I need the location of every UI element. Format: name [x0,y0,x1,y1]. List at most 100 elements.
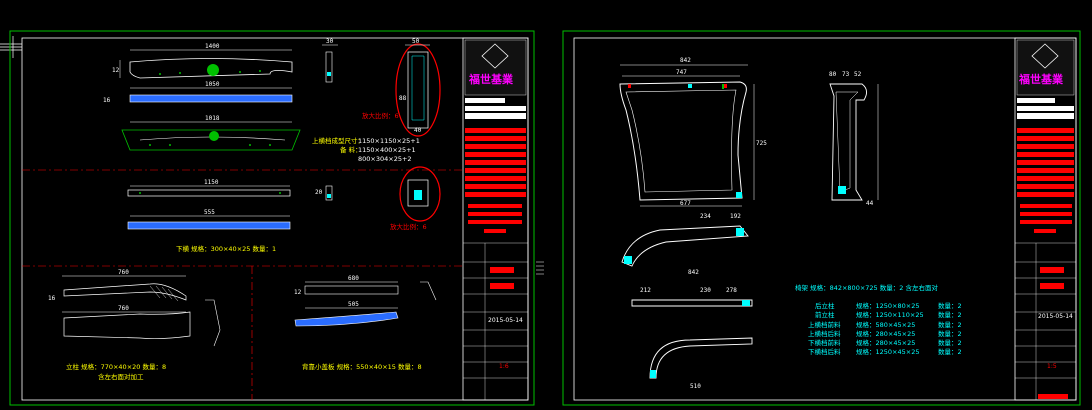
zoom-label-2: 放大比例：6 [390,222,427,231]
svg-text:规格：580×45×25: 规格：580×45×25 [856,320,915,329]
dim-top-1400: 1400 [205,43,220,50]
svg-text:20: 20 [315,189,323,196]
chair-frame-front: 842 747 725 677 [619,57,767,207]
dim-arm-510: 510 [690,383,701,390]
title-block-right: 福世基業 2015-05-14 1 [1014,37,1077,401]
drawing-scale: 1:6 [499,363,509,370]
dim-arm-842: 842 [688,269,699,276]
svg-text:88: 88 [399,95,407,102]
vertical-ruler [536,261,544,275]
spec-row: 下横档前料 规格：280×45×25 数量：2 [808,338,962,347]
dim-lower-555: 555 [204,209,215,216]
svg-text:数量：2: 数量：2 [938,301,962,310]
column-piece: 760 760 16 立柱 规格：770×40×20 数量：8 含左右面对加工 [48,269,221,381]
svg-text:规格：1250×110×25: 规格：1250×110×25 [856,310,924,319]
dim-col-760-b: 760 [118,305,129,312]
svg-text:上横档后料: 上横档后料 [808,329,841,338]
zoom-detail-2: 放大比例：6 [390,166,441,231]
spec-row: 下横档后料 规格：1250×45×25 数量：2 [808,347,962,356]
dim-cover-680: 680 [348,275,359,282]
dim-small-30: 30 [326,38,334,45]
logo-icon [1031,43,1059,69]
dim-frame-747: 747 [676,69,687,76]
svg-text:规格：1250×45×25: 规格：1250×45×25 [856,347,919,356]
svg-text:数量：2: 数量：2 [938,338,962,347]
callout-line-1: 上横档成型尺寸： [312,136,364,145]
spec-row: 后立柱 规格：1250×80×25 数量：2 [815,301,962,310]
dim-side-73: 73 [842,71,850,78]
dim-frame-842: 842 [680,57,691,64]
column-caption: 立柱 规格：770×40×20 数量：8 [66,362,166,371]
svg-text:16: 16 [48,295,56,302]
title-block-left: 福世基業 [462,37,529,401]
dim-arm-278: 278 [726,287,737,294]
logo-icon [481,43,509,69]
dim-mid-1018: 1018 [205,115,220,122]
green-marker [207,64,219,76]
spec-row: 前立柱 规格：1250×110×25 数量：2 [815,310,962,319]
small-section-top: 30 [322,38,338,83]
dim-side-80: 80 [829,71,837,78]
callout-line-5: 800×304×25+2 [358,155,412,163]
svg-text:前立柱: 前立柱 [815,310,835,319]
column-caption-2: 含左右面对加工 [98,372,144,381]
dim-cover-505: 505 [348,301,359,308]
blue-strip-1 [129,94,293,103]
spec-row: 上横档后料 规格：280×45×25 数量：2 [808,329,962,338]
lower-bar-caption: 下横 规格：300×40×25 数量：1 [176,244,276,253]
dim-arm-234: 234 [700,213,711,220]
svg-text:规格：280×45×25: 规格：280×45×25 [856,338,915,347]
company-name-right: 福世基業 [1018,72,1064,86]
side-callout: 上横档成型尺寸： 1150×1150×25+1 备 料： 1150×400×25… [312,136,420,163]
mid-rail-profile: 1018 [121,115,301,151]
svg-text:12: 12 [112,67,120,74]
svg-text:下横档前料: 下横档前料 [808,338,841,347]
dim-arm-212: 212 [640,287,651,294]
svg-text:规格：1250×80×25: 规格：1250×80×25 [856,301,919,310]
zoom-label-1: 放大比例：6 [362,111,399,120]
dim-side-52: 52 [854,71,862,78]
spec-row: 上横档前料 规格：580×45×25 数量：2 [808,320,962,329]
svg-text:规格：280×45×25: 规格：280×45×25 [856,329,915,338]
cad-cursor-icon [0,36,22,58]
lower-bar-profile: 1150 555 下横 规格：300×40×25 数量：1 [127,179,291,253]
drawing-date-right: 2015-05-14 [1038,313,1073,320]
dim-top-1050: 1050 [205,81,220,88]
blue-strip-2 [127,221,291,230]
back-cover-piece: 680 12 505 背靠小盖板 规格：550×40×15 数量：8 [294,275,437,371]
top-rail-profile: 1400 12 1050 16 [103,43,293,104]
company-name: 福世基業 [468,72,514,86]
dim-arm-230: 230 [700,287,711,294]
dim-small-50: 50 [412,38,420,45]
chair-frame-side: 80 73 52 44 [829,71,879,207]
drawing-date: 2015-05-14 [488,317,523,324]
svg-text:数量：2: 数量：2 [938,347,962,356]
svg-text:数量：2: 数量：2 [938,329,962,338]
dim-frame-677: 677 [680,200,691,207]
callout-line-2: 1150×1150×25+1 [358,137,420,145]
small-section-mid: 20 [315,185,333,201]
svg-text:16: 16 [103,97,111,104]
drawing-scale-right: 1:5 [1047,363,1057,370]
svg-text:44: 44 [866,200,874,207]
dim-frame-725: 725 [756,140,767,147]
svg-text:下横档后料: 下横档后料 [808,347,841,356]
cover-caption: 背靠小盖板 规格：550×40×15 数量：8 [302,362,422,371]
svg-text:数量：2: 数量：2 [938,320,962,329]
callout-line-3: 备 料： [340,145,362,154]
dim-col-760-a: 760 [118,269,129,276]
svg-text:数量：2: 数量：2 [938,310,962,319]
sheet-left: 1400 12 1050 16 1018 上横档成型尺寸： [9,30,535,406]
sheet-right: 842 747 725 677 80 73 52 44 2 [562,30,1081,406]
callout-line-4: 1150×400×25+1 [358,146,416,154]
frame-caption: 椅架 规格：842×800×725 数量：2 含左右面对 [795,283,938,292]
curved-arm-pieces: 234 192 842 212 230 278 510 [621,213,753,390]
dim-arm-192: 192 [730,213,741,220]
svg-text:40: 40 [414,127,422,134]
zoom-detail-1: 50 88 40 放大比例：6 [362,38,441,137]
dim-lower-1150: 1150 [204,179,219,186]
svg-text:后立柱: 后立柱 [815,301,835,310]
svg-text:12: 12 [294,289,302,296]
svg-text:上横档前料: 上横档前料 [808,320,841,329]
